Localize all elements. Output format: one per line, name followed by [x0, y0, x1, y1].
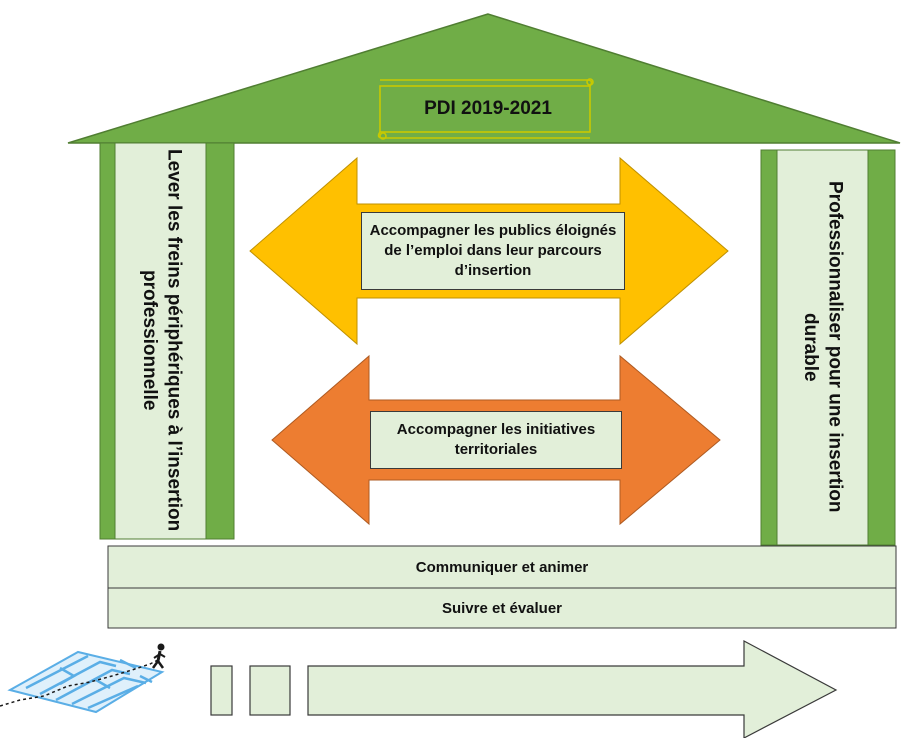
progress-arrow	[307, 640, 838, 738]
bottom-arrow-label: Accompagner les initiatives territoriale…	[370, 411, 622, 469]
maze-icon	[0, 650, 165, 714]
foundation-band-2	[107, 587, 897, 629]
walking-person-icon	[151, 643, 166, 669]
left-pillar	[99, 142, 235, 540]
progress-block-medium	[249, 665, 291, 716]
right-pillar	[760, 149, 896, 546]
foundation-band-2-label: Suivre et évaluer	[441, 599, 563, 617]
left-pillar-label: Lever les freins périphériques à l’inser…	[139, 148, 185, 532]
progress-block-small	[210, 665, 233, 716]
roof	[67, 13, 901, 144]
right-pillar-label: Professionnaliser pour une insertion dur…	[800, 181, 846, 513]
scroll-banner-icon	[377, 78, 594, 140]
foundation-band-1-label: Communiquer et animer	[415, 558, 589, 576]
roof-title: PDI 2019-2021	[424, 98, 552, 120]
progress-arrow-icon	[210, 640, 838, 738]
top-arrow-label: Accompagner les publics éloignés de l’em…	[361, 212, 625, 290]
